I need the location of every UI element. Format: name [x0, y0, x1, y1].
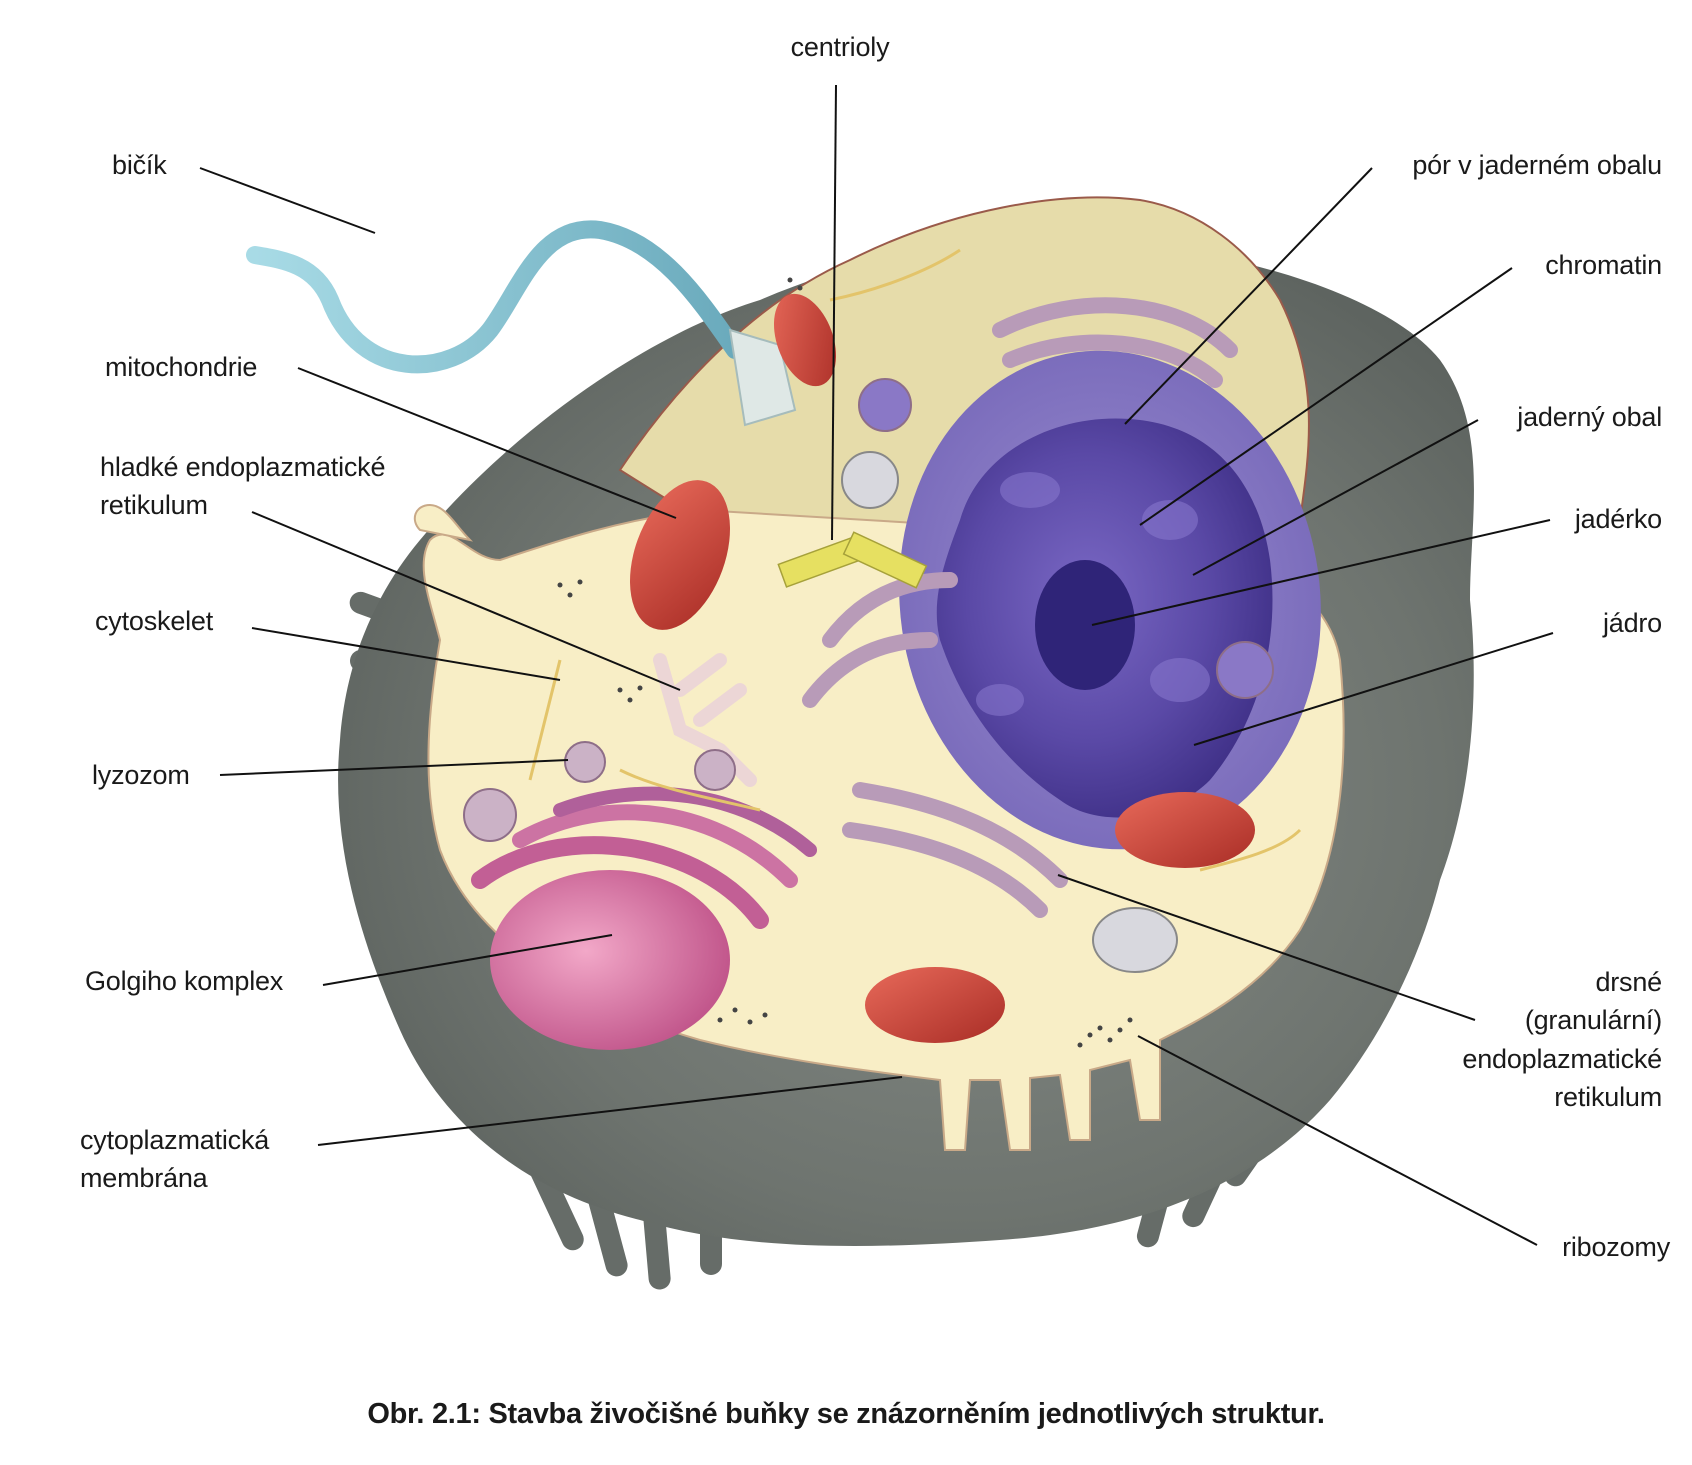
mitochondria	[630, 293, 1255, 1043]
label-jadro: jádro	[1602, 608, 1662, 638]
nucleolus	[1035, 560, 1135, 690]
pointer-drsne-er	[1057, 874, 1476, 1021]
smooth-er	[653, 653, 757, 787]
cytoskeleton	[528, 248, 1302, 872]
pointer-centrioly	[831, 84, 837, 541]
ribosomes	[557, 277, 1133, 1048]
label-ribozomy: ribozomy	[1562, 1232, 1670, 1262]
pointer-ribozomy	[1137, 1035, 1538, 1246]
pointer-bicik	[199, 167, 376, 234]
pointer-lyzozom	[219, 759, 569, 776]
pointer-cyto-membrana	[317, 1076, 903, 1146]
chromatin	[976, 472, 1210, 716]
flagellum	[246, 220, 744, 374]
label-cytoskelet: cytoskelet	[95, 606, 214, 636]
golgi-complex	[471, 786, 817, 1050]
vesicle	[841, 451, 899, 509]
rough-er	[802, 297, 1238, 918]
vesicle	[1092, 907, 1178, 973]
label-jaderny-obal: jaderný obal	[1517, 402, 1662, 432]
label-centrioly: centrioly	[790, 32, 890, 62]
label-hladke-er-line1: hladké endoplazmatické	[100, 452, 386, 482]
label-hladke-er: hladké endoplazmatické retikulum	[100, 448, 385, 525]
lysosomes	[463, 378, 1274, 842]
label-drsne-er-line4: retikulum	[1554, 1081, 1662, 1112]
pointer-jaderny-obal	[1192, 419, 1479, 576]
label-jaderko: jadérko	[1574, 504, 1662, 534]
label-drsne-er-line3: endoplazmatické	[1462, 1043, 1662, 1074]
label-drsne-er-line1: drsné	[1595, 967, 1662, 997]
label-drsne-er-line2: (granulární)	[1524, 1005, 1662, 1036]
pointer-por	[1124, 167, 1373, 425]
label-por-v-jadernem-obalu: pór v jaderném obalu	[1412, 150, 1662, 180]
basal-body	[728, 328, 797, 427]
pointer-golgi	[322, 934, 613, 986]
cell-protrusion	[413, 503, 474, 542]
centrioles	[777, 531, 928, 589]
pointer-hladke-er	[251, 511, 681, 691]
pointer-jaderko	[1091, 519, 1551, 626]
figure-caption: Obr. 2.1: Stavba živočišné buňky se znáz…	[367, 1398, 1325, 1430]
pointer-chromatin	[1139, 267, 1513, 526]
label-cytoplazmaticka-membrana: cytoplazmatická membrána	[80, 1121, 269, 1198]
label-bicik: bičík	[112, 150, 167, 180]
label-mitochondrie: mitochondrie	[105, 352, 258, 382]
pointer-jadro	[1193, 632, 1554, 746]
label-chromatin: chromatin	[1545, 250, 1662, 280]
pointer-lines	[199, 84, 1554, 1246]
pointer-mitochondrie	[297, 367, 677, 519]
label-golgiho-komplex: Golgiho komplex	[85, 966, 284, 996]
pointer-cytoskelet	[251, 627, 561, 681]
label-cyto-membrana-line2: membrána	[80, 1163, 208, 1194]
label-cyto-membrana-line1: cytoplazmatická	[80, 1125, 270, 1155]
label-hladke-er-line2: retikulum	[100, 490, 208, 521]
label-lyzozom: lyzozom	[92, 760, 190, 790]
label-drsne-er: drsné (granulární) endoplazmatické retik…	[1462, 963, 1662, 1116]
